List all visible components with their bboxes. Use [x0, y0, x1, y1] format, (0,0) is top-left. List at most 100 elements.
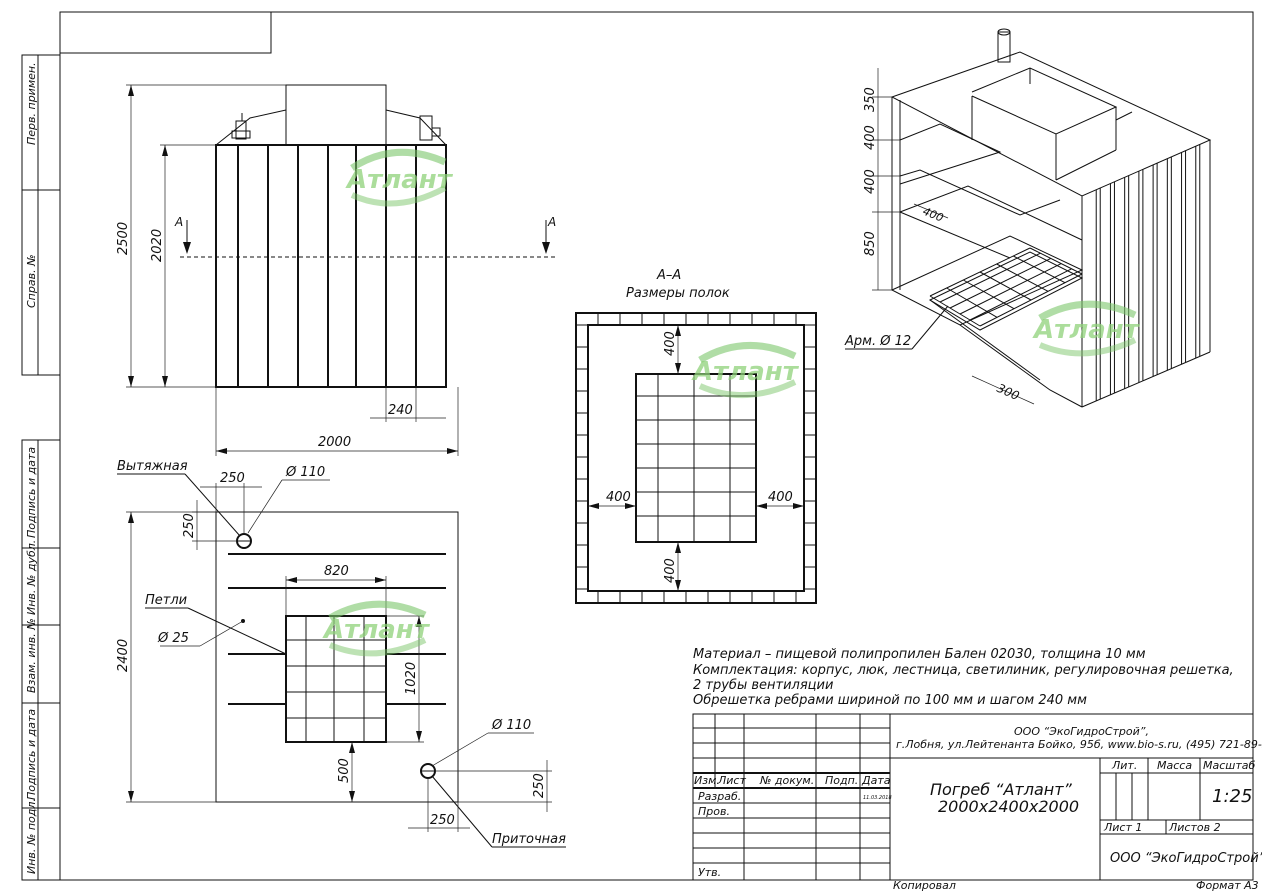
section-subtitle: Размеры полок [626, 286, 730, 301]
dim-loop-d: Ø 25 [157, 631, 189, 646]
rebar-bar [929, 247, 1031, 297]
side-label-podpis2: Подпись и дата [25, 709, 38, 800]
logo-watermark-2: Атлант [322, 600, 431, 657]
tb-doc: № докум. [759, 774, 814, 787]
tb-masshtab: Масштаб [1203, 759, 1255, 772]
title-block: Изм. Лист № докум. Подп. Дата Разраб. Пр… [692, 713, 1262, 881]
tb-product-line1: Погреб “Атлант” [930, 780, 1073, 799]
dim-hatch-height: 1020 [404, 662, 419, 695]
section-dim-bottom: 400 [663, 558, 678, 583]
section-view: А–А Размеры полок 400 400 400 400 [575, 268, 817, 604]
tb-product-line2: 2000х2400х2000 [938, 797, 1079, 816]
iso-dim-grid: 300 [995, 381, 1022, 403]
label-loops: Петли [145, 593, 187, 608]
iso-view: 350 400 400 850 400 300 Арм. Ø 12 Атлант [844, 28, 1212, 408]
logo-text-3: Атлант [691, 357, 800, 387]
side-label-dubl: Инв. № дубл. [25, 540, 38, 615]
section-dim-right: 400 [768, 490, 793, 505]
tb-format: Формат А3 [1196, 879, 1259, 892]
section-title: А–А [656, 268, 681, 283]
side-label-sprav: Справ. № [25, 254, 38, 308]
dim-width: 2000 [318, 435, 351, 450]
dim-supply-x: 250 [430, 813, 455, 828]
tb-sheets: Листов 2 [1168, 821, 1221, 834]
rebar-grid [929, 247, 1083, 327]
iso-dim-h4: 850 [863, 231, 878, 256]
section-marker-left: А [174, 215, 183, 229]
tb-company-short: ООО “ЭкоГидроСтрой” [1110, 851, 1262, 866]
tb-razrab: Разраб. [698, 790, 741, 803]
rebar-bar [996, 263, 1049, 292]
tb-massa: Масса [1157, 759, 1192, 772]
note-2: Комплектация: корпус, люк, лестница, све… [693, 663, 1234, 678]
dim-pipe-d-top: Ø 110 [285, 465, 325, 480]
rebar-bar [969, 268, 1072, 321]
logo-text-1: Атлант [345, 165, 454, 195]
empty-stamp-box [59, 11, 272, 54]
rebar-bar [979, 271, 1032, 301]
dim-length: 2400 [116, 639, 131, 672]
dim-total-height: 2500 [116, 222, 131, 255]
note-3: 2 трубы вентиляции [693, 678, 833, 693]
side-strip: Перв. примен. Справ. № Подпись и дата Ин… [21, 54, 61, 881]
tb-utv: Утв. [698, 866, 721, 879]
brick-border [575, 313, 816, 603]
rebar-bar [939, 252, 1041, 303]
rebar-bar [1029, 247, 1083, 275]
tb-address: г.Лобня, ул.Лейтенанта Бойко, 95б, www.b… [896, 738, 1262, 751]
iso-dim-shelf: 400 [921, 205, 945, 225]
side-label-perv: Перв. примен. [25, 62, 38, 145]
tb-izm: Изм. [694, 774, 720, 787]
ribs [237, 145, 417, 387]
tb-date-value: 11.03.2018 [863, 795, 892, 801]
dim-rib-step: 240 [388, 403, 413, 418]
section-marker-right: А [547, 215, 556, 229]
tb-sheet: Лист 1 [1103, 821, 1142, 834]
side-label-podpis1: Подпись и дата [25, 447, 38, 538]
logo-text-4: Атлант [1032, 315, 1141, 345]
logo-watermark-3: Атлант [691, 341, 800, 399]
side-label-podl: Инв. № подл. [25, 798, 38, 874]
logo-text-2: Атлант [322, 615, 431, 645]
dim-exhaust-y: 250 [182, 513, 197, 538]
dim-hatch-width: 820 [324, 564, 349, 579]
section-dim-left: 400 [606, 490, 631, 505]
label-supply: Приточная [492, 832, 566, 847]
label-exhaust: Вытяжная [117, 459, 188, 474]
rebar-bar [929, 295, 981, 327]
note-1: Материал – пищевой полипропилен Бален 02… [693, 647, 1146, 662]
dim-wall-height: 2020 [150, 229, 165, 262]
side-label-vzam: Взам. инв. № [25, 618, 38, 693]
tb-data: Дата [861, 774, 891, 787]
tb-scale: 1:25 [1212, 786, 1252, 807]
tb-lit: Лит. [1111, 759, 1137, 772]
iso-ribs [1095, 144, 1201, 401]
plan-view: Вытяжная Петли Приточная 250 250 Ø 110 Ø… [116, 459, 566, 848]
rebar-bar [959, 263, 1062, 315]
rebar-bar [963, 279, 1015, 310]
notes: Материал – пищевой полипропилен Бален 02… [693, 647, 1234, 708]
dim-hatch-offset: 500 [337, 758, 352, 783]
iso-dim-h3: 400 [863, 169, 878, 194]
front-view: А А 2500 2020 240 2000 Атлант [116, 84, 556, 456]
tb-company-full: ООО “ЭкоГидроСтрой”, [1014, 725, 1149, 738]
tb-podp: Подп. [825, 774, 858, 787]
rebar-bar [1013, 255, 1066, 284]
tb-kopiroval: Копировал [893, 879, 956, 892]
section-dim-top: 400 [663, 331, 678, 356]
rebar-bar [979, 273, 1083, 327]
logo-watermark-1: Атлант [345, 148, 454, 207]
tb-list: Лист [717, 774, 746, 787]
dim-pipe-d-bottom: Ø 110 [491, 718, 531, 733]
rebar-bar [949, 257, 1052, 309]
note-4: Обрешетка ребрами шириной по 100 мм и ша… [693, 693, 1087, 708]
logo-watermark-4: Атлант [1032, 300, 1141, 357]
iso-dim-h2: 400 [863, 125, 878, 150]
dim-exhaust-x: 250 [220, 471, 245, 486]
iso-dim-h1: 350 [863, 87, 878, 112]
rebar-bar [946, 287, 998, 318]
tb-prov: Пров. [698, 805, 730, 818]
dim-supply-y: 250 [532, 773, 547, 798]
rebar-label: Арм. Ø 12 [844, 334, 911, 349]
